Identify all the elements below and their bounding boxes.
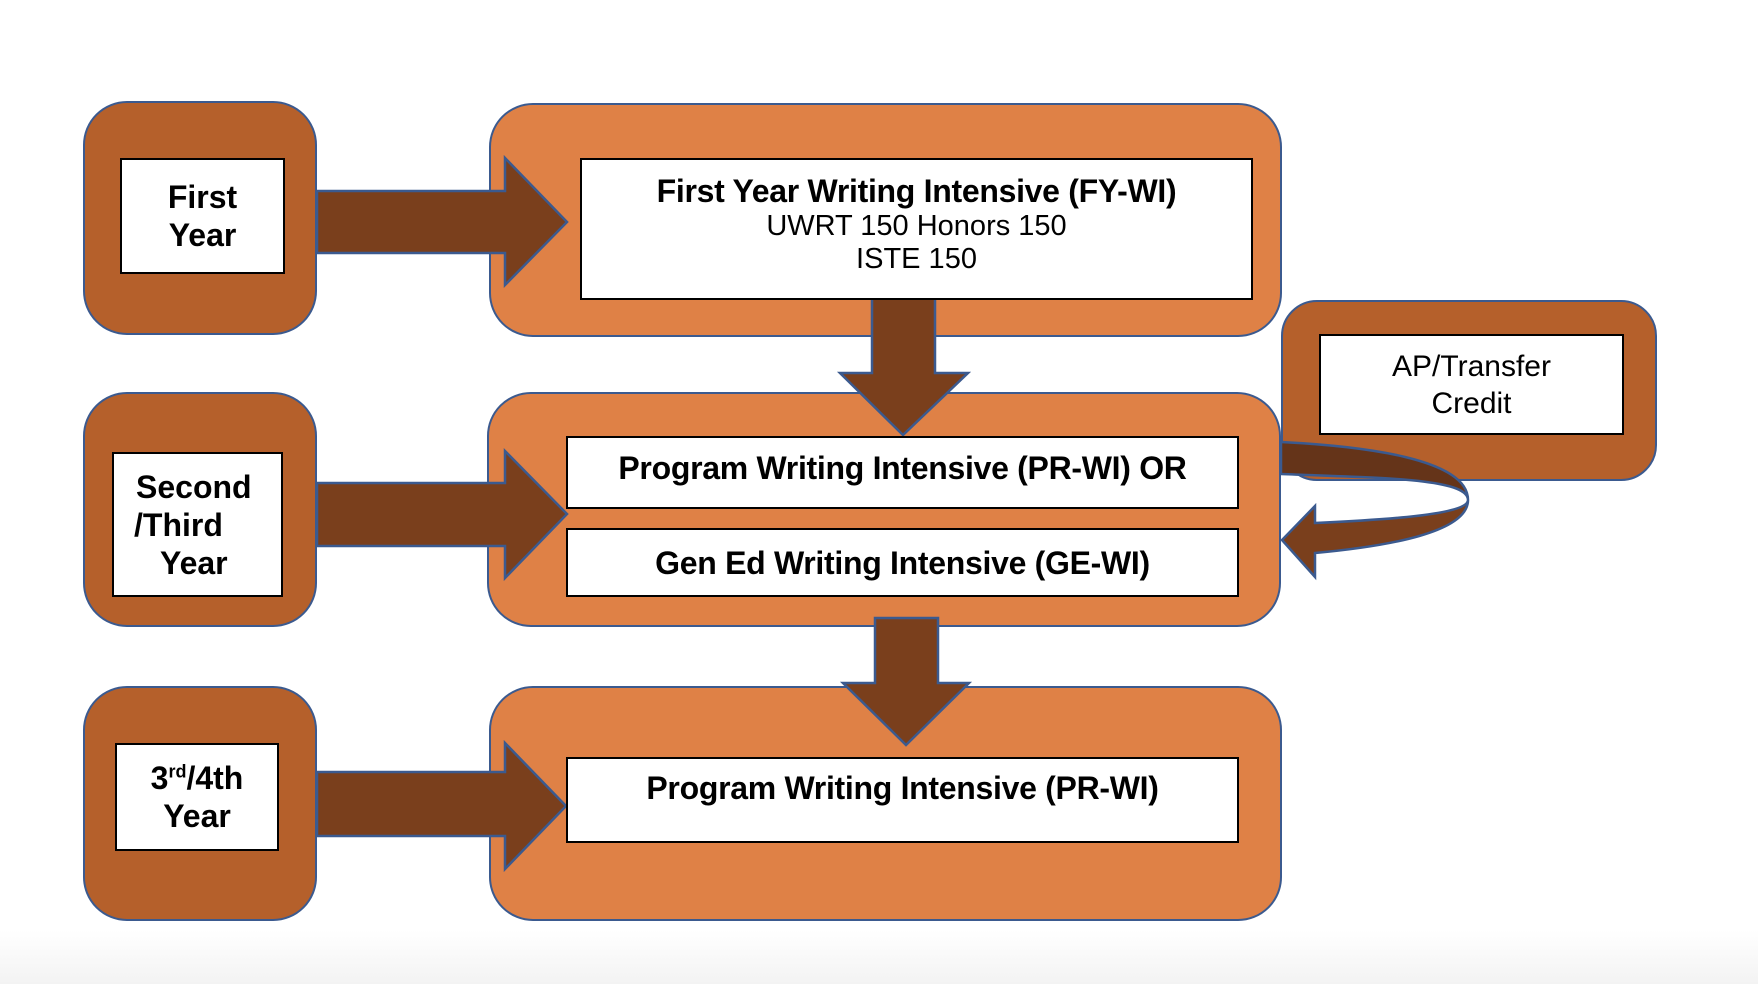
first-year-label-box: First Year <box>120 158 285 274</box>
third-year-prefix: 3 <box>150 760 169 796</box>
fy-wi-box: First Year Writing Intensive (FY-WI) UWR… <box>580 158 1253 300</box>
arrow-down-first-to-second <box>836 296 972 437</box>
pr-wi-box: Program Writing Intensive (PR-WI) <box>566 757 1239 843</box>
second-year-label-line1: Second <box>136 468 252 505</box>
fy-wi-courses-line2: ISTE 150 <box>856 243 977 275</box>
curved-arrow-ap-to-stage <box>1279 440 1470 581</box>
pr-wi-or-label: Program Writing Intensive (PR-WI) OR <box>618 450 1187 486</box>
ap-transfer-line2: Credit <box>1431 386 1512 420</box>
arrow-down-second-to-third <box>839 616 973 747</box>
first-year-label-line2: Year <box>168 217 237 253</box>
third-fourth-year-label-box: 3rd/4th Year <box>115 743 279 851</box>
ge-wi-label: Gen Ed Writing Intensive (GE-WI) <box>655 544 1150 581</box>
pr-wi-label: Program Writing Intensive (PR-WI) <box>646 770 1159 806</box>
third-year-label-line1: 3rd/4th <box>151 759 244 797</box>
fy-wi-courses-line1: UWRT 150 Honors 150 <box>766 210 1067 242</box>
third-year-suffix: /4th <box>186 760 244 796</box>
second-third-year-label-box: Second /Third Year <box>112 452 283 597</box>
third-year-sup: rd <box>168 761 187 782</box>
second-year-label-line3: Year <box>160 544 228 581</box>
second-year-label-line2: /Third <box>134 506 223 543</box>
fy-wi-title: First Year Writing Intensive (FY-WI) <box>656 173 1177 209</box>
arrow-right-third-year <box>315 739 568 873</box>
first-year-label-line1: First <box>167 179 238 215</box>
third-year-label-line2: Year <box>163 798 231 834</box>
arrow-right-first-year <box>315 154 569 289</box>
pr-wi-or-box: Program Writing Intensive (PR-WI) OR <box>566 436 1239 509</box>
ge-wi-box: Gen Ed Writing Intensive (GE-WI) <box>566 528 1239 597</box>
ap-transfer-box: AP/Transfer Credit <box>1319 334 1624 435</box>
arrow-right-second-year <box>315 447 569 582</box>
ap-transfer-line1: AP/Transfer <box>1392 349 1551 383</box>
